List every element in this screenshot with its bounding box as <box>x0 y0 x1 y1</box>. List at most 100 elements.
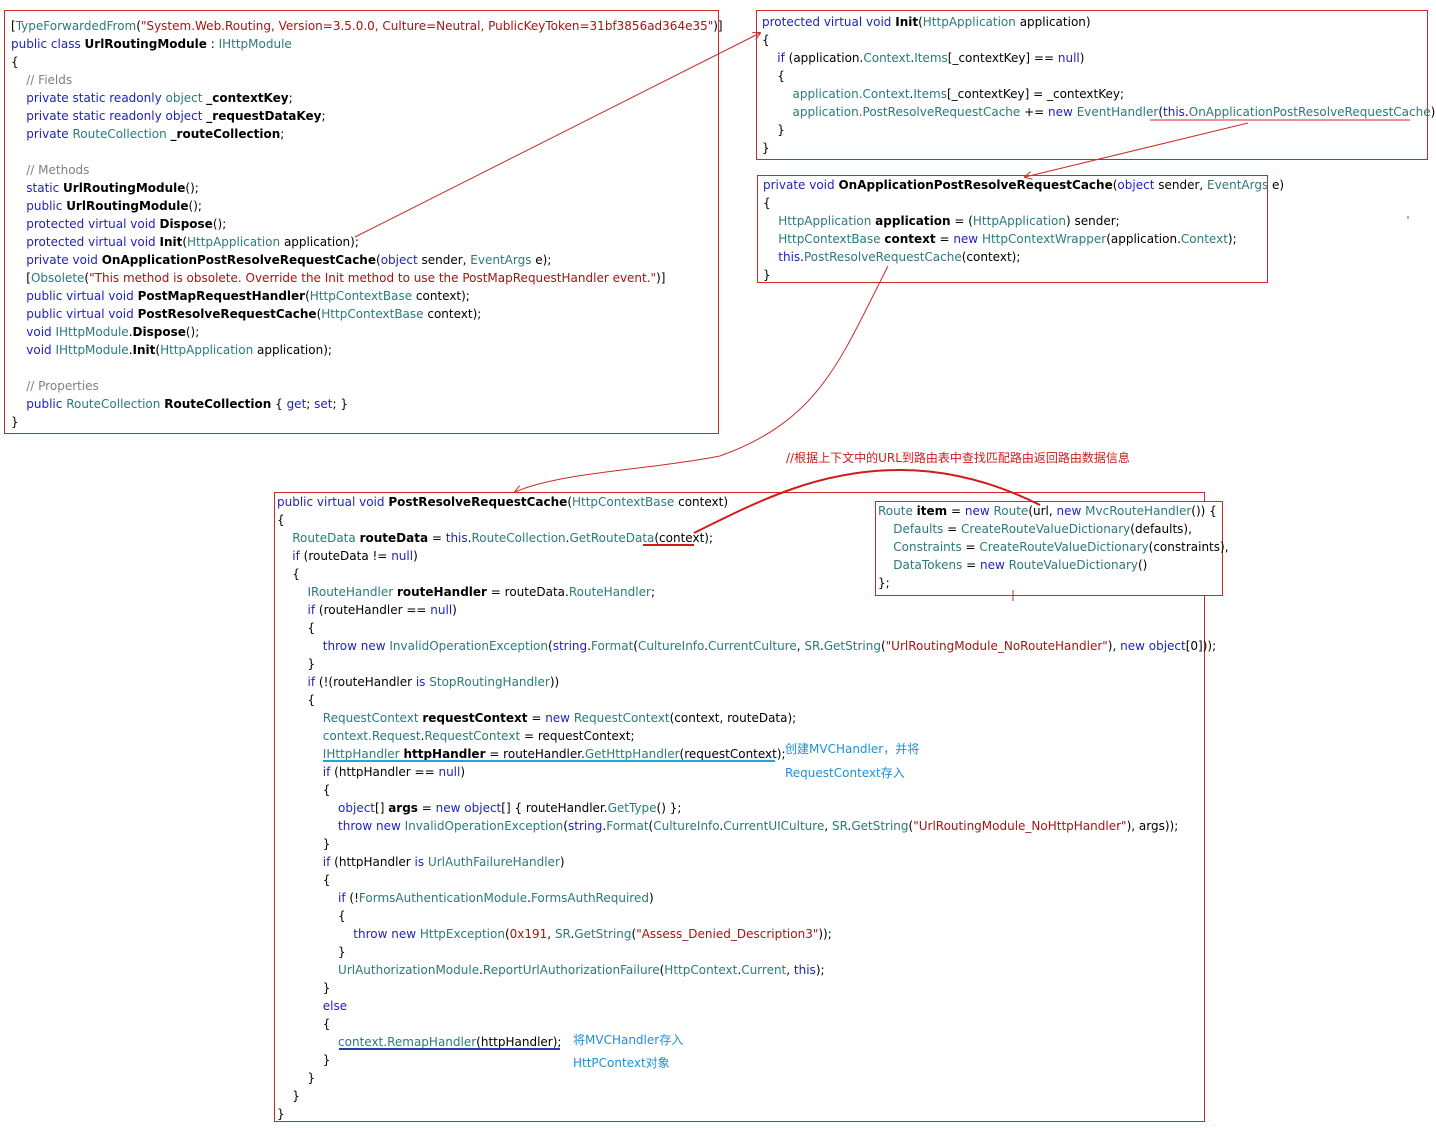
code-token: PostResolveRequestCache <box>388 495 568 509</box>
code-token: (context, routeData); <box>669 711 797 725</box>
code-token: UrlAuthorizationModule <box>277 963 480 977</box>
code-token: { <box>762 69 785 83</box>
code-line: } <box>277 835 331 853</box>
code-token: } <box>277 657 316 671</box>
code-token: 0x191 <box>509 927 548 941</box>
code-token: : <box>206 37 219 51</box>
code-token: FormsAuthenticationModule <box>358 891 528 905</box>
code-token: )); <box>818 927 832 941</box>
code-token: Current <box>741 963 787 977</box>
code-token: CultureInfo <box>653 819 720 833</box>
code-token: SR <box>554 927 571 941</box>
code-token: Defaults <box>878 522 944 536</box>
code-token: protected virtual void <box>11 217 160 231</box>
arrow-context-to-route-box <box>693 468 1041 534</box>
code-token: GetString <box>851 819 909 833</box>
code-line: HttpContextBase context = new HttpContex… <box>763 230 1236 248</box>
code-token: . <box>128 343 133 357</box>
code-token: ( <box>563 819 568 833</box>
code-token: . <box>847 819 852 833</box>
code-token: . <box>128 325 133 339</box>
code-token: } <box>762 141 770 155</box>
code-line: private RouteCollection _routeCollection… <box>11 125 284 143</box>
code-token: SR <box>831 819 848 833</box>
code-token: private void <box>763 178 839 192</box>
code-token: ( <box>659 963 665 977</box>
code-token: HttpApplication <box>187 235 281 249</box>
code-line: } <box>11 413 19 431</box>
code-line: if (routeHandler == null) <box>277 601 457 619</box>
code-line: throw new InvalidOperationException(stri… <box>277 637 1216 655</box>
code-token: is <box>415 675 426 689</box>
code-token: public virtual void <box>277 495 389 509</box>
code-token: = <box>417 801 436 815</box>
code-token: new <box>964 504 990 518</box>
code-token: } <box>277 1089 300 1103</box>
code-token: // Properties <box>11 379 99 393</box>
code-line: { <box>277 907 346 925</box>
code-token: application. <box>762 87 863 101</box>
code-token: { <box>277 567 300 581</box>
code-line: public UrlRoutingModule(); <box>11 197 202 215</box>
code-token: [ <box>11 19 16 33</box>
code-token: ; <box>288 91 293 105</box>
code-token: if <box>277 891 346 905</box>
code-line: IHttpHandler httpHandler = routeHandler.… <box>277 745 786 763</box>
code-line: { <box>11 53 19 71</box>
code-line: private void OnApplicationPostResolveReq… <box>11 251 551 269</box>
code-token: throw new <box>277 819 405 833</box>
code-token: throw new <box>277 927 420 941</box>
code-line: if (routeData != null) <box>277 547 418 565</box>
code-token: ), args)); <box>1126 819 1179 833</box>
code-token: throw new <box>277 639 390 653</box>
code-token: HttpException <box>419 927 505 941</box>
code-token: = <box>935 232 954 246</box>
code-token: HttpContext <box>664 963 738 977</box>
code-line: // Properties <box>11 377 99 395</box>
code-token: (); <box>185 181 199 195</box>
code-token: RouteCollection <box>72 127 167 141</box>
code-token: += <box>1020 105 1049 119</box>
code-token: if <box>277 765 331 779</box>
code-line: } <box>277 943 346 961</box>
code-token: , <box>796 639 805 653</box>
code-token: "UrlRoutingModule_NoHttpHandler" <box>913 819 1127 833</box>
code-line: application.Context.Items[_contextKey] =… <box>762 85 1125 103</box>
code-token: Route <box>993 504 1029 518</box>
code-token: (); <box>212 217 227 231</box>
code-token: application); <box>253 343 332 357</box>
code-token: _routeCollection <box>170 127 281 141</box>
code-token: ; <box>280 127 285 141</box>
code-token: ( <box>633 639 638 653</box>
code-token: OnApplicationPostResolveRequestCache <box>838 178 1113 192</box>
code-token: else <box>277 999 348 1013</box>
code-token: , <box>786 963 794 977</box>
code-line: this.PostResolveRequestCache(context); <box>763 248 1020 266</box>
code-token: context. <box>277 1035 388 1049</box>
code-line: UrlAuthorizationModule.ReportUrlAuthoriz… <box>277 961 825 979</box>
code-token: { <box>277 621 316 635</box>
code-token: . <box>737 963 742 977</box>
code-token: UrlRoutingModule <box>66 199 189 213</box>
code-token: RemapHandler <box>387 1035 477 1049</box>
code-token: SR <box>804 639 820 653</box>
code-token: public virtual void <box>11 289 138 303</box>
code-token: new <box>435 801 461 815</box>
code-token: [0])); <box>1185 639 1217 653</box>
code-line: { <box>277 565 300 583</box>
code-token: ( <box>504 927 510 941</box>
code-token: ( <box>1158 105 1164 119</box>
code-line: { <box>763 194 771 212</box>
code-token: ( <box>182 235 188 249</box>
code-line: } <box>277 979 331 997</box>
code-line: void IHttpModule.Init(HttpApplication ap… <box>11 341 332 359</box>
code-line: else <box>277 997 347 1015</box>
code-token: CultureInfo <box>637 639 705 653</box>
arrow-handler-to-resolve-box <box>515 265 889 492</box>
code-token: DataTokens <box>878 558 963 572</box>
code-token: ( <box>305 289 310 303</box>
code-line: application.PostResolveRequestCache += n… <box>762 103 1436 121</box>
code-token: object <box>464 801 502 815</box>
code-token: Format <box>590 639 634 653</box>
code-token: } <box>277 1071 316 1085</box>
